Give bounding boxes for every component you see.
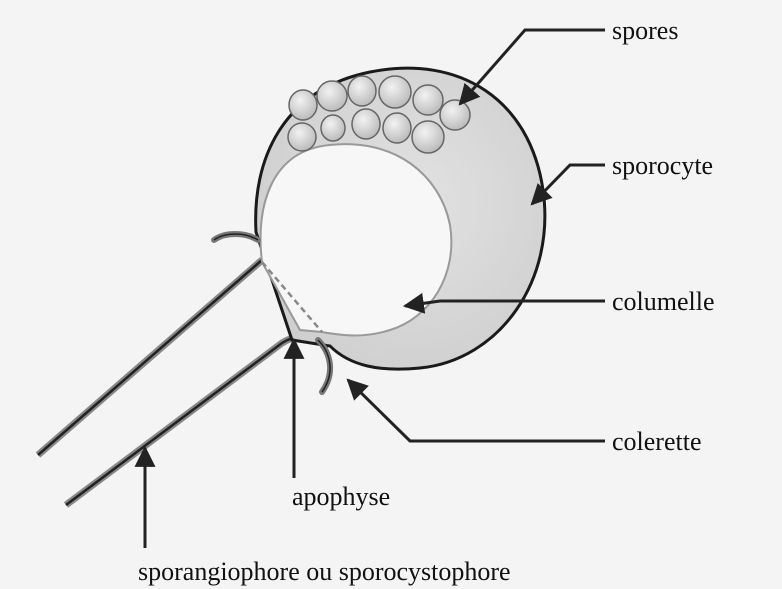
spore bbox=[379, 76, 411, 108]
label-columelle: columelle bbox=[612, 287, 715, 316]
label-sporocyte: sporocyte bbox=[612, 151, 713, 180]
label-colerette: colerette bbox=[612, 427, 702, 456]
spore bbox=[288, 123, 316, 151]
label-apophyse: apophyse bbox=[292, 482, 390, 511]
spore bbox=[317, 81, 347, 111]
spore bbox=[289, 90, 317, 120]
leader-colerette bbox=[348, 380, 605, 441]
spore bbox=[440, 100, 470, 130]
columelle bbox=[261, 144, 452, 335]
spore bbox=[412, 121, 444, 153]
spore bbox=[413, 85, 443, 115]
spore bbox=[321, 115, 345, 141]
sporangiophore-stalk bbox=[38, 258, 312, 506]
spore bbox=[348, 76, 376, 106]
spore bbox=[383, 113, 411, 143]
label-sporangiophore: sporangiophore ou sporocystophore bbox=[138, 557, 511, 586]
label-spores: spores bbox=[612, 16, 678, 45]
spore bbox=[352, 109, 380, 139]
